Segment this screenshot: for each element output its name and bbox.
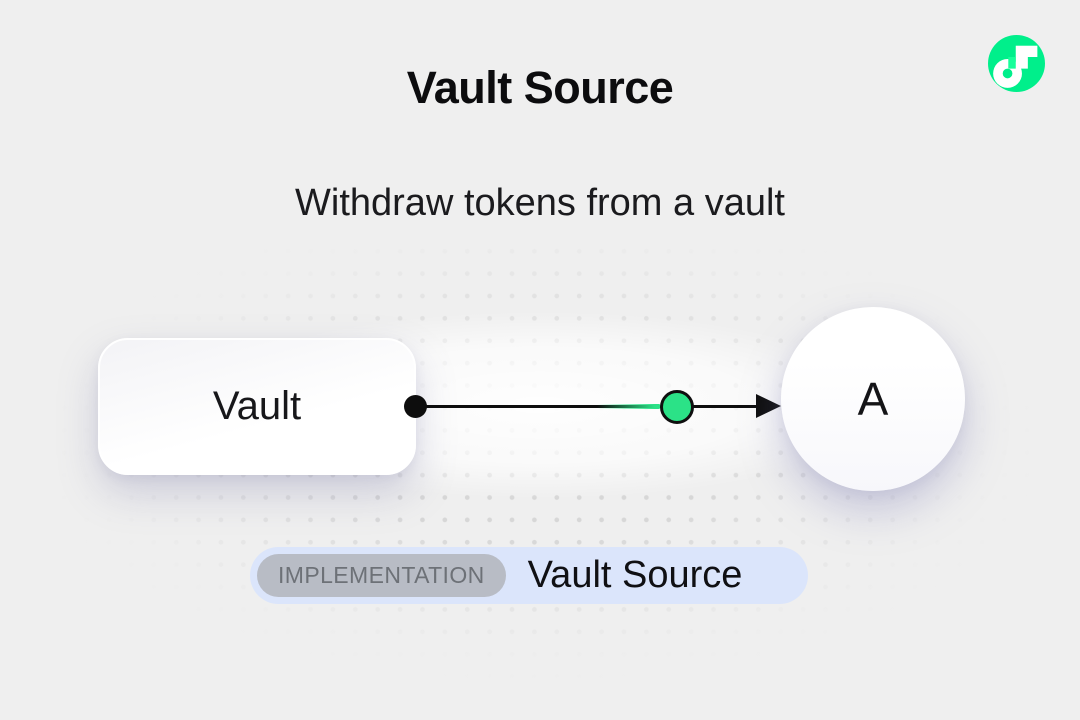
account-node-label: A: [857, 373, 889, 425]
page-subtitle: Withdraw tokens from a vault: [295, 182, 785, 224]
account-node: A: [781, 307, 965, 491]
flow-logo-icon: [988, 35, 1045, 92]
implementation-badge: IMPLEMENTATION Vault Source: [250, 547, 808, 604]
token-trail: [597, 403, 661, 409]
token-dot: [660, 389, 694, 424]
vault-node: Vault: [98, 338, 416, 475]
implementation-name-label: Vault Source: [527, 554, 743, 596]
page-title: Vault Source: [406, 62, 674, 113]
implementation-tag-pill: IMPLEMENTATION: [257, 554, 506, 597]
vault-node-label: Vault: [212, 384, 302, 428]
arrowhead-icon: [756, 394, 781, 418]
edge-line: [415, 404, 761, 409]
implementation-tag-label: IMPLEMENTATION: [278, 562, 485, 588]
